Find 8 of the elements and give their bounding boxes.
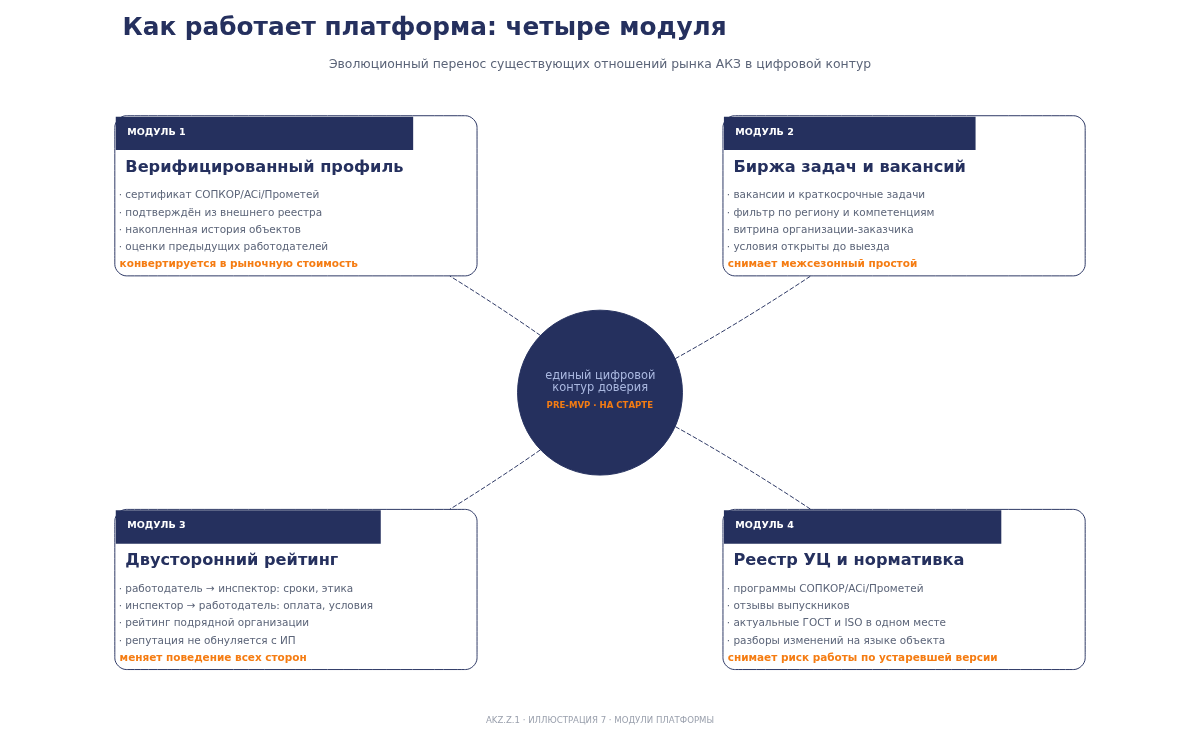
node-circle: единый цифровой контур доверия PRE-MVP · НА СТАРТЕ (517, 309, 683, 476)
caption: AKZ.Z.1 · ИЛЛЮСТРАЦИЯ 7 · МОДУЛИ ПЛАТФОРМЫ (485, 715, 715, 726)
connector (674, 275, 812, 360)
diagram-title: Как работает платформа: четыре модуля (122, 11, 727, 41)
label: Эволюционный перенос существующих отношений рынка АКЗ в цифровой контур (328, 55, 872, 71)
connector (449, 275, 541, 336)
connector (449, 449, 541, 510)
connector (674, 426, 812, 510)
